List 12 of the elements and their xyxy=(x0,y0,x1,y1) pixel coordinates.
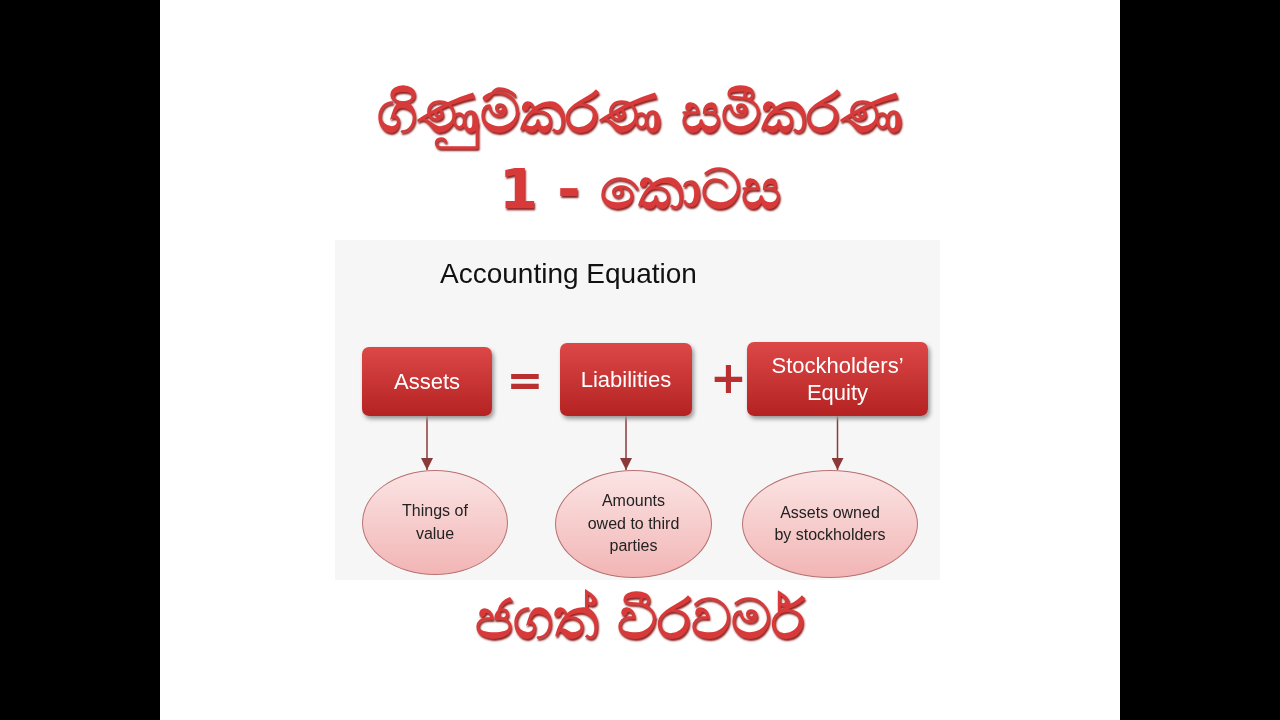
arrow xyxy=(421,415,433,471)
plus-sign: + xyxy=(710,356,744,402)
subtitle: 1 - කොටස xyxy=(497,158,783,223)
arrow xyxy=(831,415,844,471)
arrow xyxy=(620,415,632,471)
equals-sign: = xyxy=(505,358,545,404)
equation-box: Stockholders’ Equity xyxy=(747,342,928,416)
equation-box: Assets xyxy=(362,347,492,416)
equation-box: Liabilities xyxy=(560,343,692,416)
equation-label: Accounting Equation xyxy=(440,258,698,291)
author-name: ජගත් වීරවර්ම xyxy=(473,588,807,653)
title: ගිණුම්කරණ සමීකරණ xyxy=(200,82,1080,152)
